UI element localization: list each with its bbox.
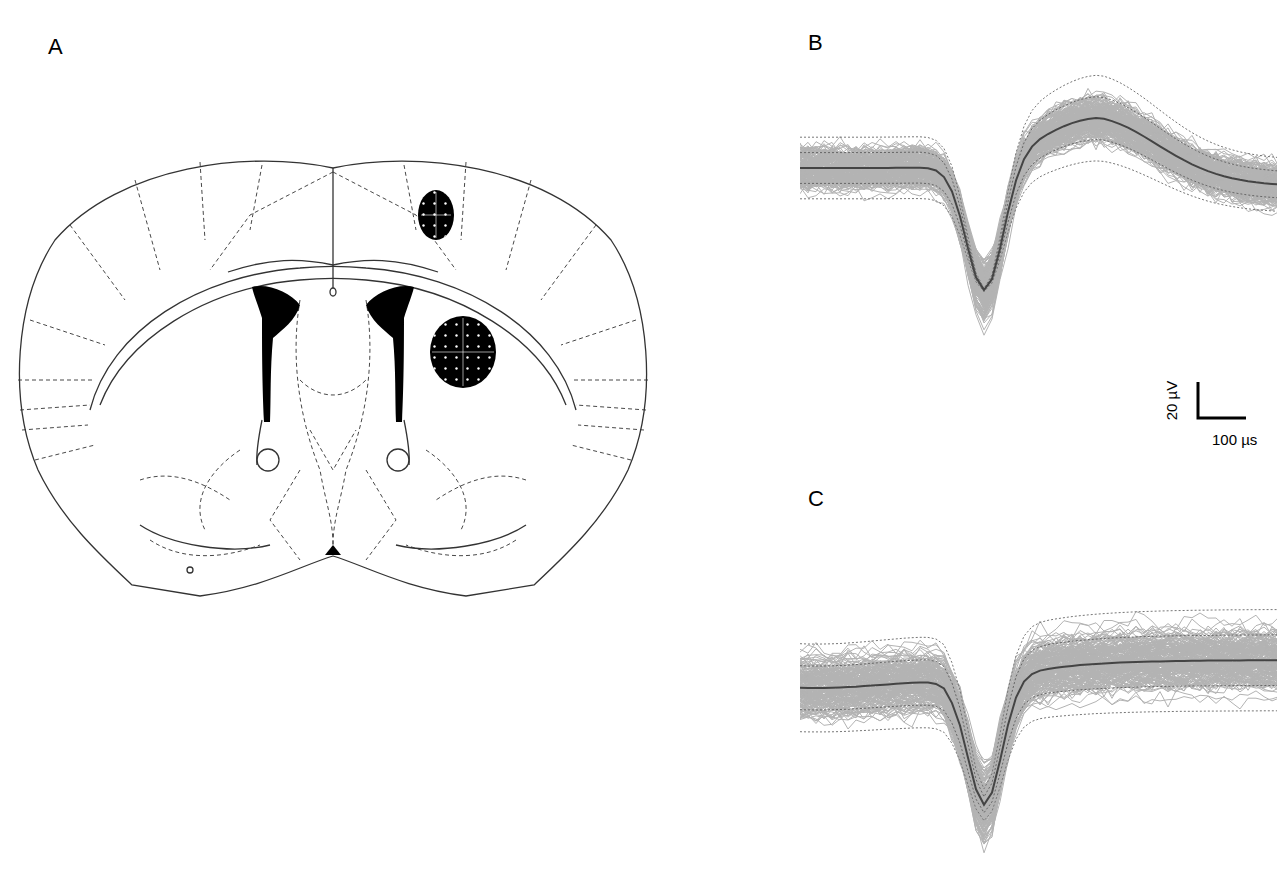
panel-letter: C	[808, 488, 824, 510]
brain-section	[18, 161, 648, 596]
spike-waveform	[800, 610, 1277, 853]
scale-label: 100 µs	[1212, 432, 1257, 447]
panel-letter: A	[48, 36, 63, 58]
lateral-ventricle	[252, 286, 414, 555]
scale-label: 20 µV	[1165, 380, 1180, 420]
scale-bar	[1198, 382, 1246, 418]
panel-letter: B	[808, 32, 823, 54]
recording-site	[418, 190, 496, 388]
spike-waveform	[800, 75, 1277, 335]
